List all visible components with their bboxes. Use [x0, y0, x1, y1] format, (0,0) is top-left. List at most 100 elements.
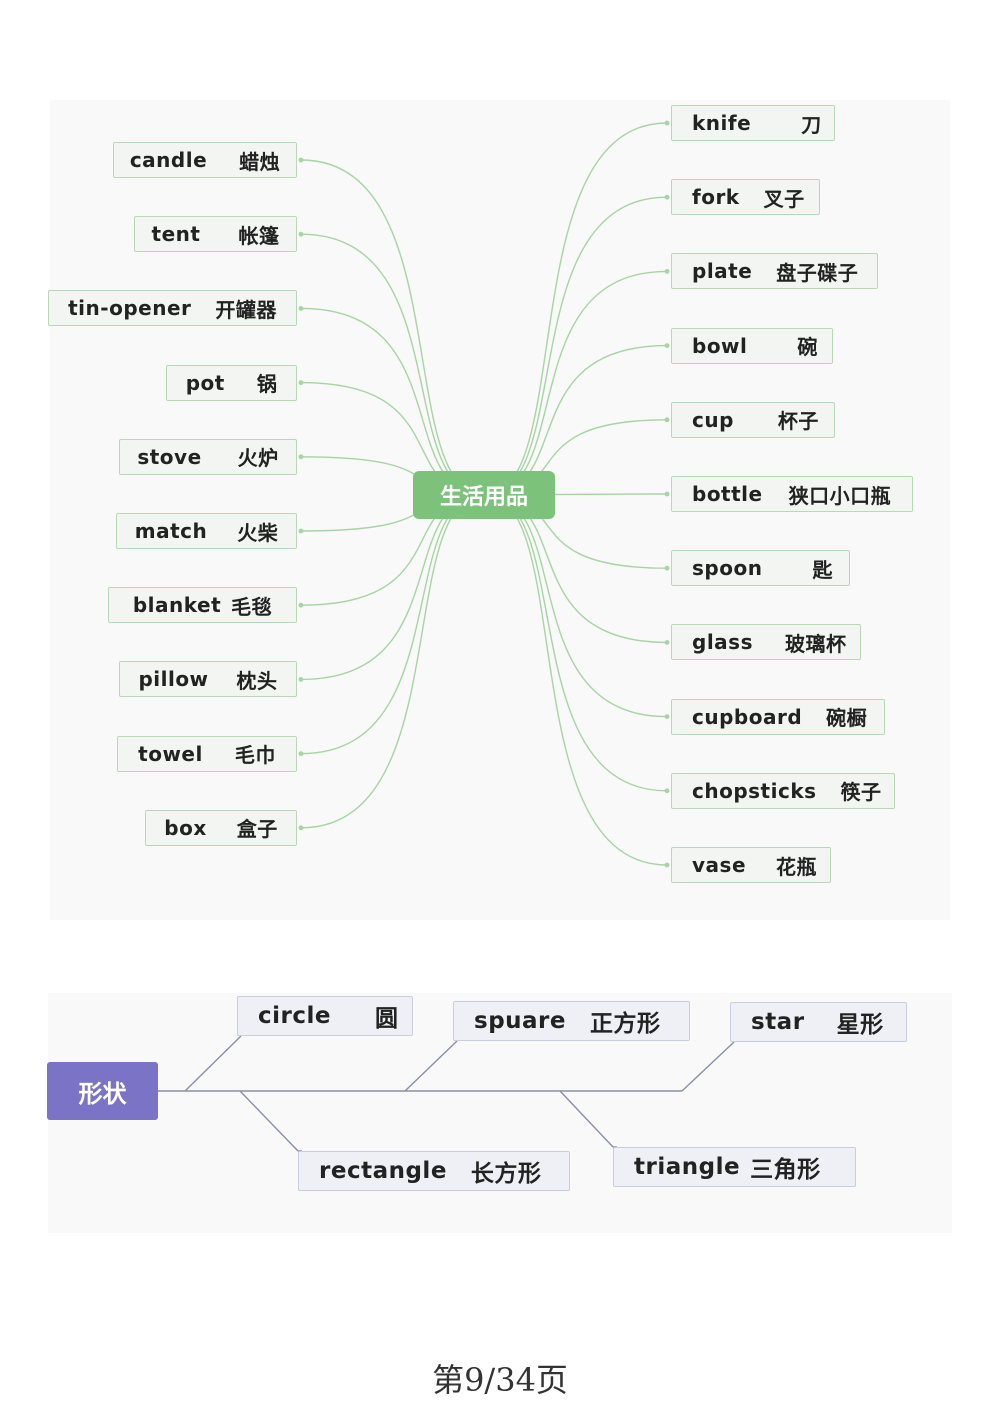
shape-connector [184, 1035, 242, 1092]
right-node-knife-chinese: 刀 [801, 112, 822, 137]
connector-dot [298, 454, 304, 460]
shape-connector [404, 1040, 458, 1092]
connector-dot [664, 269, 670, 274]
left-node-pot: pot 锅 [166, 364, 297, 401]
shape-node-circle: circle 圆 [237, 996, 413, 1036]
connector-dot [298, 528, 304, 534]
connector-dot [664, 640, 670, 645]
connector-dot [664, 417, 670, 423]
right-node-cupboard-chinese: 碗橱 [826, 706, 868, 731]
right-node-spoon-english: spoon [692, 556, 763, 581]
right-node-bottle-chinese: 狭口小口瓶 [788, 483, 892, 508]
shape-node-triangle-english: triangle [634, 1154, 741, 1180]
left-node-tent-chinese: 帐篷 [238, 223, 280, 248]
right-node-knife-english: knife [692, 111, 752, 135]
left-node-tin-opener-chinese: 开罐器 [215, 297, 277, 322]
right-node-glass: glass 玻璃杯 [671, 624, 861, 661]
left-node-towel-chinese: 毛巾 [234, 743, 276, 768]
left-node-stove-chinese: 火炉 [237, 446, 279, 471]
center-topic-label: 生活用品 [439, 485, 528, 510]
right-node-bowl-english: bowl [692, 333, 748, 358]
left-node-pillow-english: pillow [138, 667, 209, 692]
left-node-pillow-chinese: 枕头 [236, 668, 278, 693]
shape-node-star-chinese: 星形 [836, 1012, 884, 1038]
right-node-vase: vase 花瓶 [671, 847, 831, 883]
right-node-bottle-english: bottle [692, 482, 763, 506]
shape-connector [239, 1090, 299, 1152]
left-node-pillow: pillow 枕头 [119, 661, 297, 698]
left-node-match-english: match [134, 519, 208, 543]
connector-dot [298, 306, 304, 311]
shapes-root-topic: 形状 [47, 1062, 158, 1120]
right-node-knife: knife 刀 [671, 105, 835, 141]
shape-connector [559, 1090, 614, 1148]
connector-dot [298, 825, 304, 831]
left-node-blanket: blanket 毛毯 [108, 587, 297, 624]
left-node-pot-chinese: 锅 [256, 372, 278, 397]
left-node-blanket-english: blanket [132, 593, 222, 618]
left-node-candle-english: candle [129, 148, 208, 172]
connector-dot [664, 194, 670, 200]
shape-node-star-english: star [751, 1009, 805, 1035]
shape-node-star: star 星形 [730, 1002, 907, 1042]
right-node-cupboard-english: cupboard [692, 704, 803, 729]
right-node-vase-chinese: 花瓶 [776, 854, 818, 879]
left-node-tin-opener: tin-opener 开罐器 [48, 290, 297, 327]
shape-connector [681, 1041, 735, 1092]
shape-node-spuare: spuare 正方形 [453, 1001, 690, 1041]
center-topic: 生活用品 [413, 471, 555, 519]
right-node-chopsticks-chinese: 筷子 [840, 780, 882, 805]
connector-dot [298, 157, 304, 163]
right-node-bowl: bowl 碗 [671, 327, 833, 364]
shape-node-circle-chinese: 圆 [374, 1006, 399, 1032]
right-node-cup-english: cup [692, 407, 734, 432]
right-node-bottle: bottle 狭口小口瓶 [671, 476, 913, 512]
left-node-blanket-chinese: 毛毯 [231, 594, 273, 619]
right-node-cup: cup 杯子 [671, 401, 835, 438]
left-node-box-english: box [164, 815, 207, 840]
connector-dot [664, 343, 670, 348]
left-node-box: box 盒子 [145, 809, 297, 846]
connector-dot [664, 714, 670, 719]
right-node-plate: plate 盘子碟子 [671, 253, 878, 290]
page-number: 第9/34页 [432, 1361, 568, 1399]
right-node-fork-chinese: 叉子 [763, 186, 805, 211]
left-node-tin-opener-english: tin-opener [68, 296, 192, 321]
left-node-match: match 火柴 [116, 513, 297, 549]
right-node-bowl-chinese: 碗 [797, 335, 818, 360]
left-node-box-chinese: 盒子 [236, 817, 278, 842]
left-node-stove-english: stove [137, 444, 202, 469]
left-node-tent: tent 帐篷 [134, 216, 297, 253]
shape-node-circle-english: circle [258, 1003, 331, 1029]
left-node-tent-english: tent [151, 222, 201, 247]
right-node-chopsticks: chopsticks 筷子 [671, 772, 895, 809]
left-node-pot-english: pot [185, 370, 225, 395]
connector-dot [298, 231, 304, 237]
right-node-chopsticks-english: chopsticks [692, 778, 817, 803]
right-node-plate-english: plate [692, 259, 753, 284]
shape-node-spuare-chinese: 正方形 [590, 1011, 661, 1037]
connector-dot [298, 751, 304, 756]
shape-node-spuare-english: spuare [474, 1008, 566, 1034]
right-node-spoon-chinese: 匙 [812, 557, 833, 582]
left-node-stove: stove 火炉 [119, 438, 297, 475]
connector-dot [664, 862, 670, 868]
right-node-glass-english: glass [692, 630, 753, 655]
right-node-plate-chinese: 盘子碟子 [776, 260, 859, 285]
left-node-candle: candle 蜡烛 [113, 142, 297, 178]
connector-dot [664, 491, 670, 497]
left-node-match-chinese: 火柴 [237, 520, 279, 545]
connector-dot [664, 120, 670, 126]
left-node-candle-chinese: 蜡烛 [239, 149, 281, 174]
right-node-vase-english: vase [692, 853, 747, 877]
shape-node-rectangle-english: rectangle [319, 1158, 447, 1184]
right-node-cup-chinese: 杯子 [777, 409, 819, 434]
connector-dot [664, 788, 670, 794]
connector-dot [298, 602, 304, 608]
right-node-glass-chinese: 玻璃杯 [784, 631, 847, 656]
